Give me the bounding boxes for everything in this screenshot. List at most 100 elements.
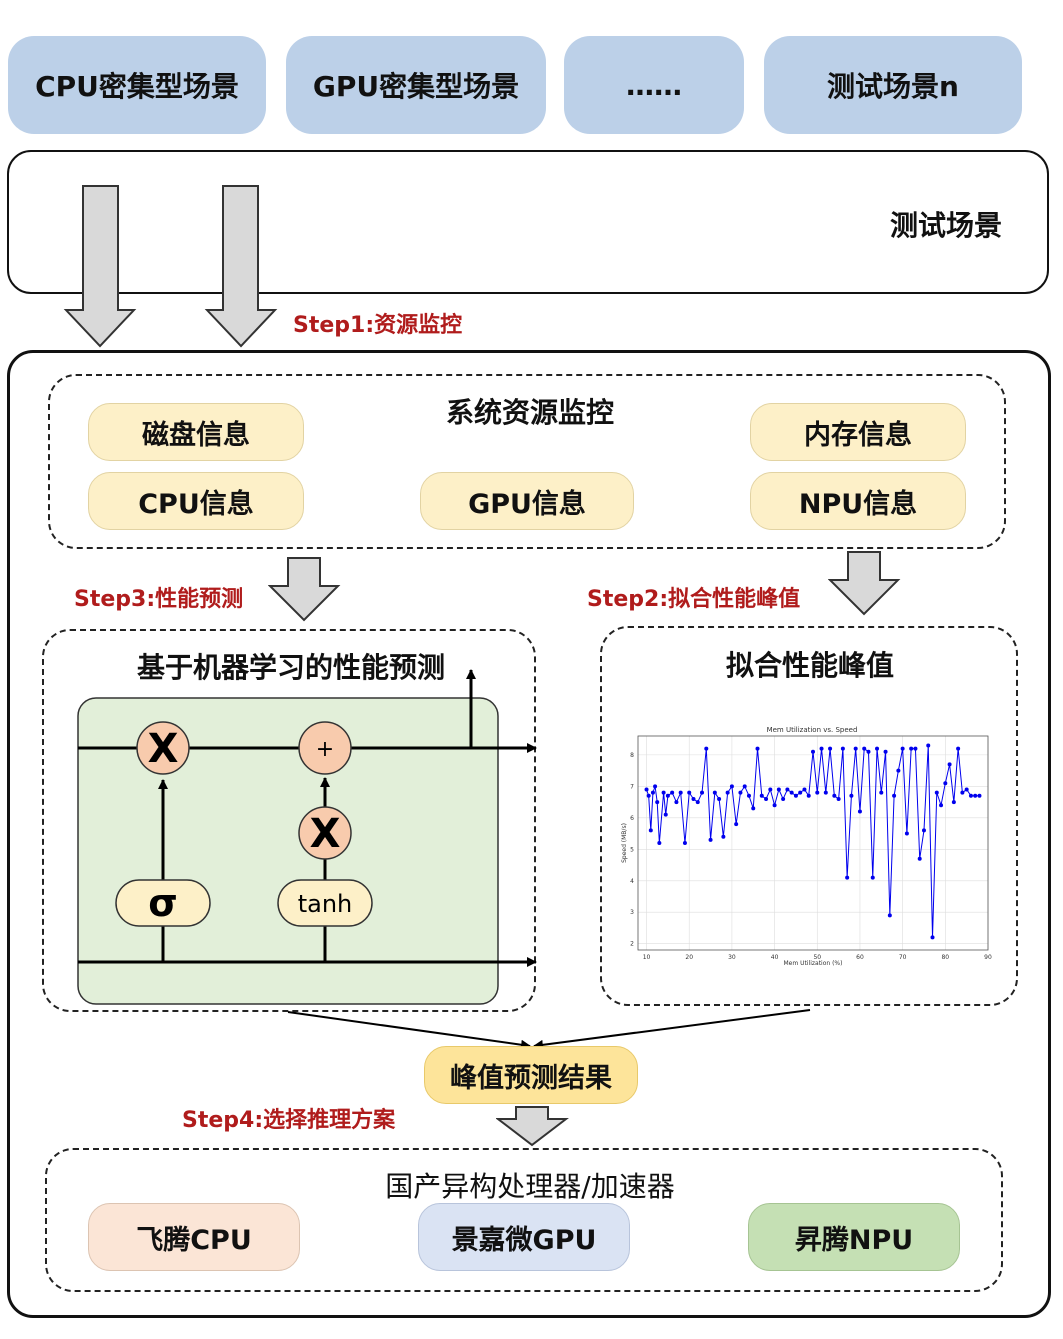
ml-to-result-arrow [287, 1011, 531, 1050]
peak-result-label: 峰值预测结果 [450, 1062, 612, 1094]
x-tick-label: 80 [941, 954, 949, 961]
data-point [712, 790, 717, 795]
forget-multiply-symbol: X [148, 726, 179, 772]
data-point [789, 790, 794, 795]
main-frame [7, 350, 1051, 1318]
data-point [700, 790, 705, 795]
data-point [768, 787, 773, 792]
data-point [738, 790, 743, 795]
data-point [687, 790, 692, 795]
scenario-cpu: CPU密集型场景 [8, 36, 266, 134]
step2-label: Step2:拟合性能峰值 [587, 587, 801, 612]
data-point [973, 793, 978, 798]
data-point [704, 746, 709, 751]
data-point [875, 746, 880, 751]
lstm-cell-background [77, 697, 499, 1005]
data-point [883, 749, 888, 754]
sigma-label: σ [148, 881, 178, 925]
data-point [648, 828, 653, 833]
data-point [853, 746, 858, 751]
merge-arrows [287, 1009, 811, 1050]
info-npu: NPU信息 [750, 472, 966, 530]
info-memory: 内存信息 [750, 403, 966, 461]
down-arrows-step1 [63, 185, 278, 348]
data-point [964, 787, 969, 792]
info-gpu: GPU信息 [420, 472, 634, 530]
data-point [887, 913, 892, 918]
scenario-label: CPU密集型场景 [35, 70, 239, 103]
info-label: 磁盘信息 [142, 419, 250, 451]
data-point [772, 803, 777, 808]
lstm-diagram: X + X σ tanh [77, 669, 537, 1005]
data-point [746, 793, 751, 798]
hardware-gpu: 景嘉微GPU [418, 1203, 630, 1271]
fit-to-result-arrow [533, 1009, 811, 1050]
chart-background [602, 700, 1002, 970]
data-point [828, 746, 833, 751]
data-point [678, 790, 683, 795]
x-tick-label: 90 [984, 954, 992, 961]
hardware-label: 昇腾NPU [794, 1224, 914, 1256]
scenario-label: …… [626, 68, 682, 102]
y-tick-label: 6 [630, 815, 634, 822]
x-tick-label: 60 [856, 954, 864, 961]
data-point [960, 790, 965, 795]
data-point [776, 787, 781, 792]
data-point [934, 790, 939, 795]
data-point [674, 800, 679, 805]
data-point [943, 781, 948, 786]
data-point [857, 809, 862, 814]
data-point [913, 746, 918, 751]
data-point [729, 784, 734, 789]
hardware-cpu: 飞腾CPU [88, 1203, 300, 1271]
x-tick-label: 30 [728, 954, 736, 961]
data-point [721, 834, 726, 839]
data-point [793, 793, 798, 798]
data-point [917, 856, 922, 861]
plot-frame [637, 735, 989, 951]
y-tick-label: 4 [630, 878, 634, 885]
hardware-label: 景嘉微GPU [451, 1224, 597, 1256]
x-tick-label: 20 [685, 954, 693, 961]
data-point [725, 790, 730, 795]
ml-prediction-title: 基于机器学习的性能预测 [136, 651, 445, 684]
data-point [836, 796, 841, 801]
data-point [717, 796, 722, 801]
data-point [781, 796, 786, 801]
hardware-box [45, 1148, 1003, 1292]
chart-series [644, 743, 982, 940]
y-tick-label: 8 [630, 752, 634, 759]
info-label: 内存信息 [804, 419, 912, 451]
data-point [909, 746, 914, 751]
down-arrow-step2 [828, 551, 901, 616]
x-tick-label: 10 [643, 954, 651, 961]
data-point [921, 828, 926, 833]
data-point [785, 787, 790, 792]
add-symbol: + [316, 737, 334, 762]
data-point [951, 800, 956, 805]
data-point [806, 793, 811, 798]
data-point [930, 935, 935, 940]
data-point [811, 749, 815, 754]
x-tick-label: 50 [813, 954, 821, 961]
scenario-n: 测试场景n [764, 36, 1022, 134]
tanh-gate [277, 879, 373, 927]
data-point [663, 812, 668, 817]
fit-peak-box [600, 626, 1018, 1006]
data-point [904, 831, 909, 836]
data-point [670, 790, 675, 795]
resource-monitor-box [48, 374, 1006, 549]
step1-label: Step1:资源监控 [293, 313, 463, 338]
hardware-label: 飞腾CPU [136, 1224, 252, 1256]
scenario-label: GPU密集型场景 [312, 70, 520, 103]
step4-label: Step4:选择推理方案 [182, 1108, 396, 1133]
data-point [926, 743, 931, 748]
data-point [815, 790, 820, 795]
data-point [900, 746, 905, 751]
data-point [866, 749, 871, 754]
data-point [832, 793, 837, 798]
hardware-title: 国产异构处理器/加速器 [385, 1170, 675, 1203]
step3-label: Step3:性能预测 [74, 587, 244, 612]
data-point [653, 784, 658, 789]
